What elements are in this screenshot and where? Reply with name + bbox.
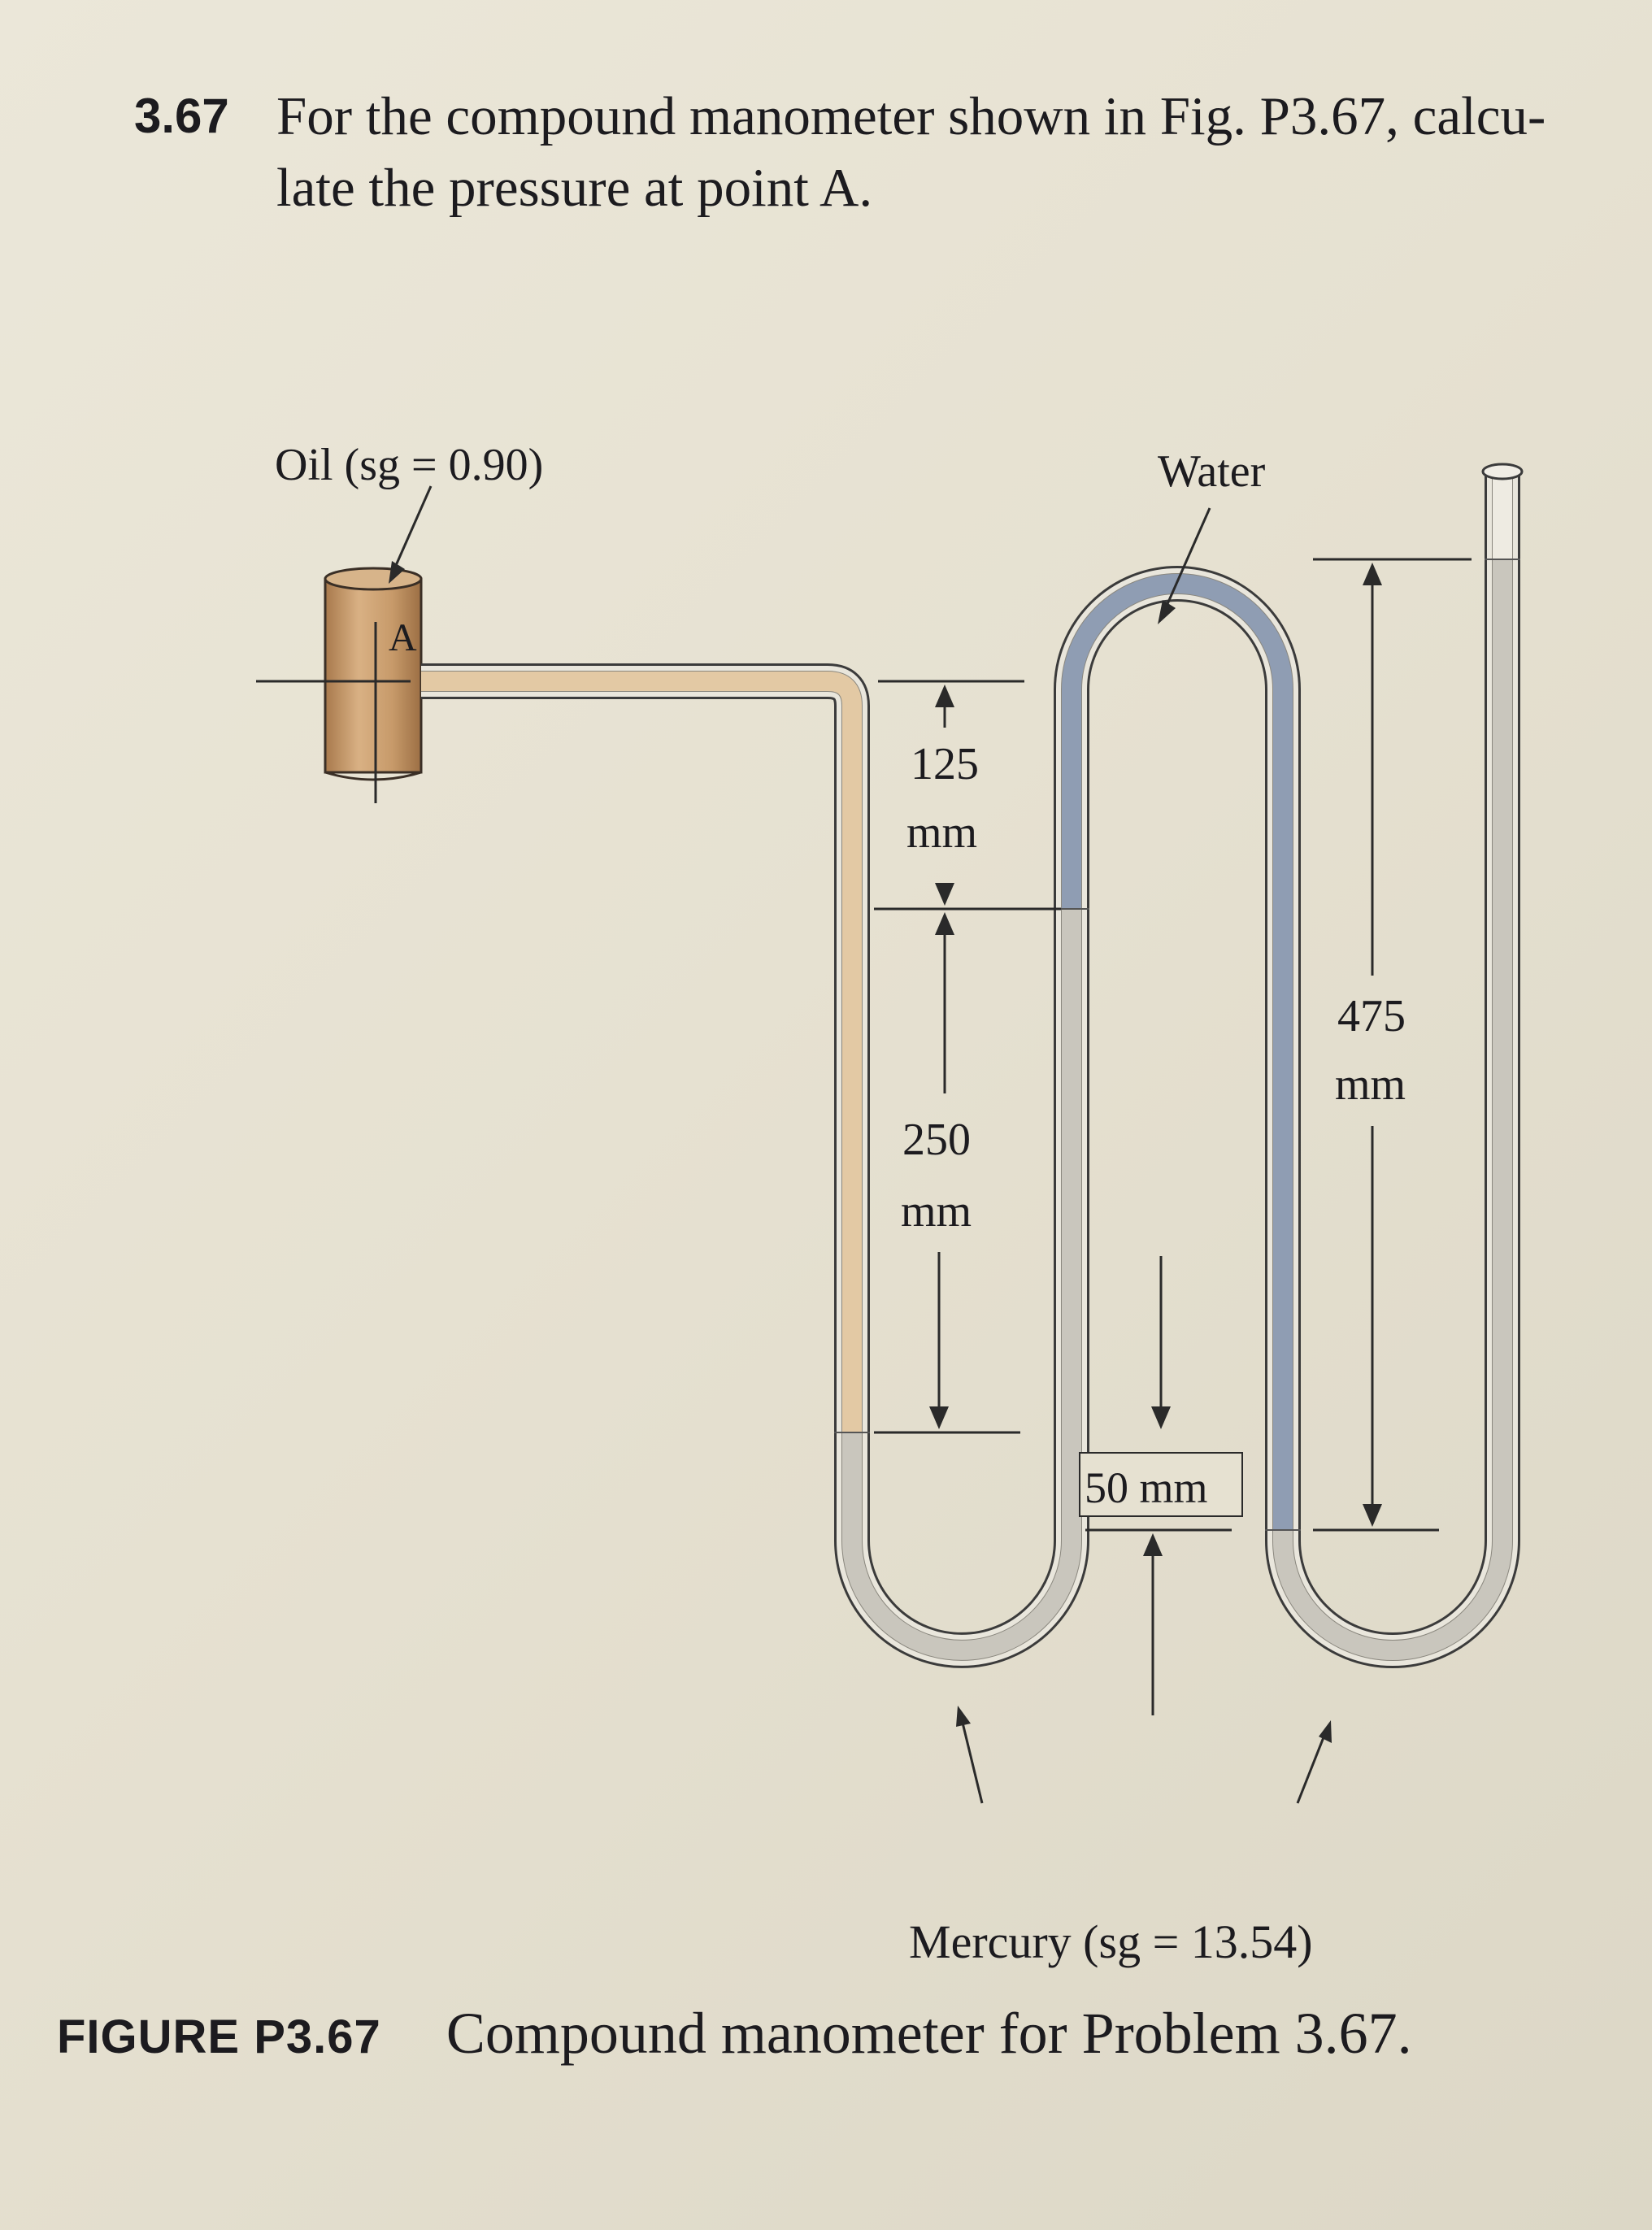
- dim-125-unit: mm: [906, 807, 977, 858]
- dim-50-label: 50 mm: [1085, 1463, 1208, 1512]
- dimension-lines: [874, 558, 1472, 1715]
- point-a-crosshair: [256, 622, 411, 803]
- water-column: [1062, 574, 1293, 1530]
- mercury-label: Mercury (sg = 13.54): [909, 1915, 1313, 1968]
- leader-lines: [393, 485, 1327, 1804]
- mercury-right-u: [1273, 559, 1512, 1660]
- dim-50-box: [1079, 1452, 1243, 1517]
- figure-caption-text: Compound manometer for Problem 3.67.: [446, 2001, 1412, 2066]
- problem-text-line-2: late the pressure at point A.: [276, 158, 873, 218]
- oil-column: [421, 672, 862, 1432]
- dim-475-unit: mm: [1335, 1059, 1406, 1110]
- water-label: Water: [1158, 446, 1266, 497]
- figure-caption: FIGURE P3.67 Compound manometer for Probl…: [57, 2000, 1650, 2067]
- dimension-arrows: [929, 563, 1382, 1556]
- figure-caption-tag: FIGURE P3.67: [57, 2010, 381, 2063]
- dim-125-value: 125: [911, 739, 979, 789]
- dim-250-value: 250: [902, 1115, 971, 1165]
- problem-number: 3.67: [134, 89, 229, 143]
- point-a-label: A: [389, 616, 417, 659]
- dim-250-unit: mm: [901, 1186, 972, 1237]
- problem-text-line-1: For the compound manometer shown in Fig.…: [276, 86, 1546, 146]
- pipe-a: [324, 567, 423, 781]
- mercury-left-u: [842, 909, 1081, 1660]
- oil-label: Oil (sg = 0.90): [275, 440, 543, 490]
- tube-open-top: [1481, 463, 1524, 480]
- dim-475-value: 475: [1337, 991, 1406, 1041]
